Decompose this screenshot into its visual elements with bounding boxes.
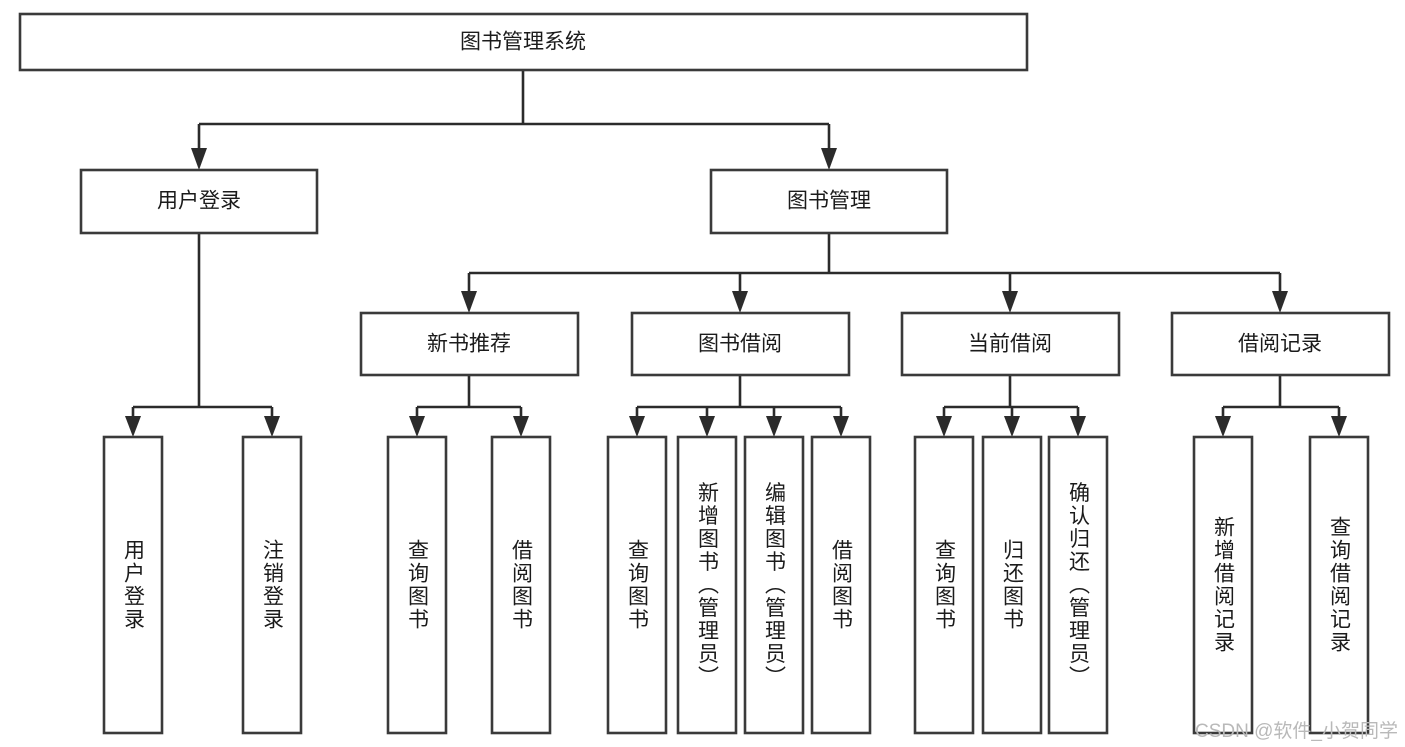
node-root-system[interactable]: 图书管理系统	[18, 12, 1029, 72]
leaf-current-borrow-3-box[interactable]	[1047, 435, 1109, 735]
leaf-book-borrow-1[interactable]: 查询图书	[606, 435, 668, 735]
node-current-borrow-label: 当前借阅	[968, 333, 1052, 356]
arrowhead-bb-leaf-4	[833, 416, 849, 437]
leaf-new-book-1-label: 查询图书	[406, 539, 430, 631]
leaf-book-borrow-4-label: 借阅图书	[830, 539, 854, 631]
node-book-management[interactable]: 图书管理	[709, 168, 949, 235]
leaf-user-login-2-box[interactable]	[241, 435, 303, 735]
leaf-book-borrow-3[interactable]: 编辑图书（管理员）	[743, 435, 805, 735]
node-current-borrow-box[interactable]	[900, 311, 1121, 377]
node-book-borrow[interactable]: 图书借阅	[630, 311, 851, 377]
arrowhead-cb-leaf-1	[936, 416, 952, 437]
node-book-management-box[interactable]	[709, 168, 949, 235]
leaf-new-book-1[interactable]: 查询图书	[386, 435, 448, 735]
leaf-book-borrow-4-box[interactable]	[810, 435, 872, 735]
arrowhead-bb-leaf-3	[766, 416, 782, 437]
leaf-new-book-2-box[interactable]	[490, 435, 552, 735]
arrowhead-l3-book-borrow	[732, 291, 748, 313]
node-current-borrow[interactable]: 当前借阅	[900, 311, 1121, 377]
arrowhead-ul-leaf-2	[264, 416, 280, 437]
arrowhead-user-login	[191, 148, 207, 170]
leaf-book-borrow-3-label: 编辑图书（管理员）	[763, 482, 787, 689]
arrowhead-l3-current-borrow	[1002, 291, 1018, 313]
leaf-book-borrow-4[interactable]: 借阅图书	[810, 435, 872, 735]
arrowhead-bb-leaf-2	[699, 416, 715, 437]
leaf-user-login-2[interactable]: 注销登录	[241, 435, 303, 735]
node-root-box[interactable]	[18, 12, 1029, 72]
leaf-book-borrow-2[interactable]: 新增图书（管理员）	[676, 435, 738, 735]
arrowhead-nbr-leaf-1	[409, 416, 425, 437]
leaf-new-book-1-box[interactable]	[386, 435, 448, 735]
node-user-login[interactable]: 用户登录	[79, 168, 319, 235]
arrowhead-br-leaf-1	[1215, 416, 1231, 437]
leaf-current-borrow-1-label: 查询图书	[933, 539, 957, 631]
edge-group-current-borrow	[936, 375, 1086, 437]
leaf-book-borrow-1-box[interactable]	[606, 435, 668, 735]
node-user-login-label: 用户登录	[157, 190, 241, 213]
arrowhead-nbr-leaf-2	[513, 416, 529, 437]
leaf-current-borrow-3[interactable]: 确认归还（管理员）	[1047, 435, 1109, 735]
leaf-current-borrow-1[interactable]: 查询图书	[913, 435, 975, 735]
arrowhead-cb-leaf-3	[1070, 416, 1086, 437]
leaf-user-login-1-label: 用户登录	[122, 539, 146, 631]
arrowhead-ul-leaf-1	[125, 416, 141, 437]
arrowhead-l3-new-book	[461, 291, 477, 313]
leaf-book-borrow-1-label: 查询图书	[626, 539, 650, 631]
node-borrow-record[interactable]: 借阅记录	[1170, 311, 1391, 377]
node-book-borrow-label: 图书借阅	[698, 333, 782, 356]
edge-group-book-mgmt	[461, 233, 1288, 313]
arrowhead-cb-leaf-2	[1004, 416, 1020, 437]
leaf-book-borrow-3-box[interactable]	[743, 435, 805, 735]
leaf-new-book-2[interactable]: 借阅图书	[490, 435, 552, 735]
leaf-current-borrow-2[interactable]: 归还图书	[981, 435, 1043, 735]
leaf-new-book-2-label: 借阅图书	[510, 539, 534, 631]
leaf-borrow-record-2[interactable]: 查询借阅记录	[1308, 435, 1370, 735]
edge-group-root	[191, 70, 837, 170]
watermark: CSDN @软件_小贺同学	[1195, 720, 1398, 742]
leaf-borrow-record-2-label: 查询借阅记录	[1328, 516, 1352, 654]
node-user-login-box[interactable]	[79, 168, 319, 235]
edge-group-book-borrow	[629, 375, 849, 437]
arrowhead-br-leaf-2	[1331, 416, 1347, 437]
node-book-management-label: 图书管理	[787, 190, 871, 213]
node-book-borrow-box[interactable]	[630, 311, 851, 377]
edge-group-borrow-record	[1215, 375, 1347, 437]
arrowhead-l3-borrow-record	[1272, 291, 1288, 313]
node-new-book-recommend-label: 新书推荐	[427, 333, 511, 356]
leaf-current-borrow-2-label: 归还图书	[1001, 539, 1025, 631]
leaf-user-login-1-box[interactable]	[102, 435, 164, 735]
leaf-book-borrow-2-box[interactable]	[676, 435, 738, 735]
node-new-book-recommend-box[interactable]	[359, 311, 580, 377]
arrowhead-bb-leaf-1	[629, 416, 645, 437]
node-new-book-recommend[interactable]: 新书推荐	[359, 311, 580, 377]
leaf-current-borrow-3-label: 确认归还（管理员）	[1067, 482, 1091, 689]
leaf-borrow-record-1-label: 新增借阅记录	[1212, 516, 1236, 654]
edge-group-new-book-recommend	[409, 375, 529, 437]
leaf-book-borrow-2-label: 新增图书（管理员）	[696, 482, 720, 689]
leaf-current-borrow-2-box[interactable]	[981, 435, 1043, 735]
leaf-borrow-record-1-box[interactable]	[1192, 435, 1254, 735]
leaf-user-login-1[interactable]: 用户登录	[102, 435, 164, 735]
node-borrow-record-label: 借阅记录	[1238, 333, 1322, 356]
node-root-label: 图书管理系统	[460, 31, 586, 54]
leaf-user-login-2-label: 注销登录	[261, 539, 285, 631]
edge-group-user-login	[125, 233, 280, 437]
leaf-borrow-record-2-box[interactable]	[1308, 435, 1370, 735]
leaf-current-borrow-1-box[interactable]	[913, 435, 975, 735]
node-borrow-record-box[interactable]	[1170, 311, 1391, 377]
leaf-borrow-record-1[interactable]: 新增借阅记录	[1192, 435, 1254, 735]
arrowhead-book-mgmt	[821, 148, 837, 170]
